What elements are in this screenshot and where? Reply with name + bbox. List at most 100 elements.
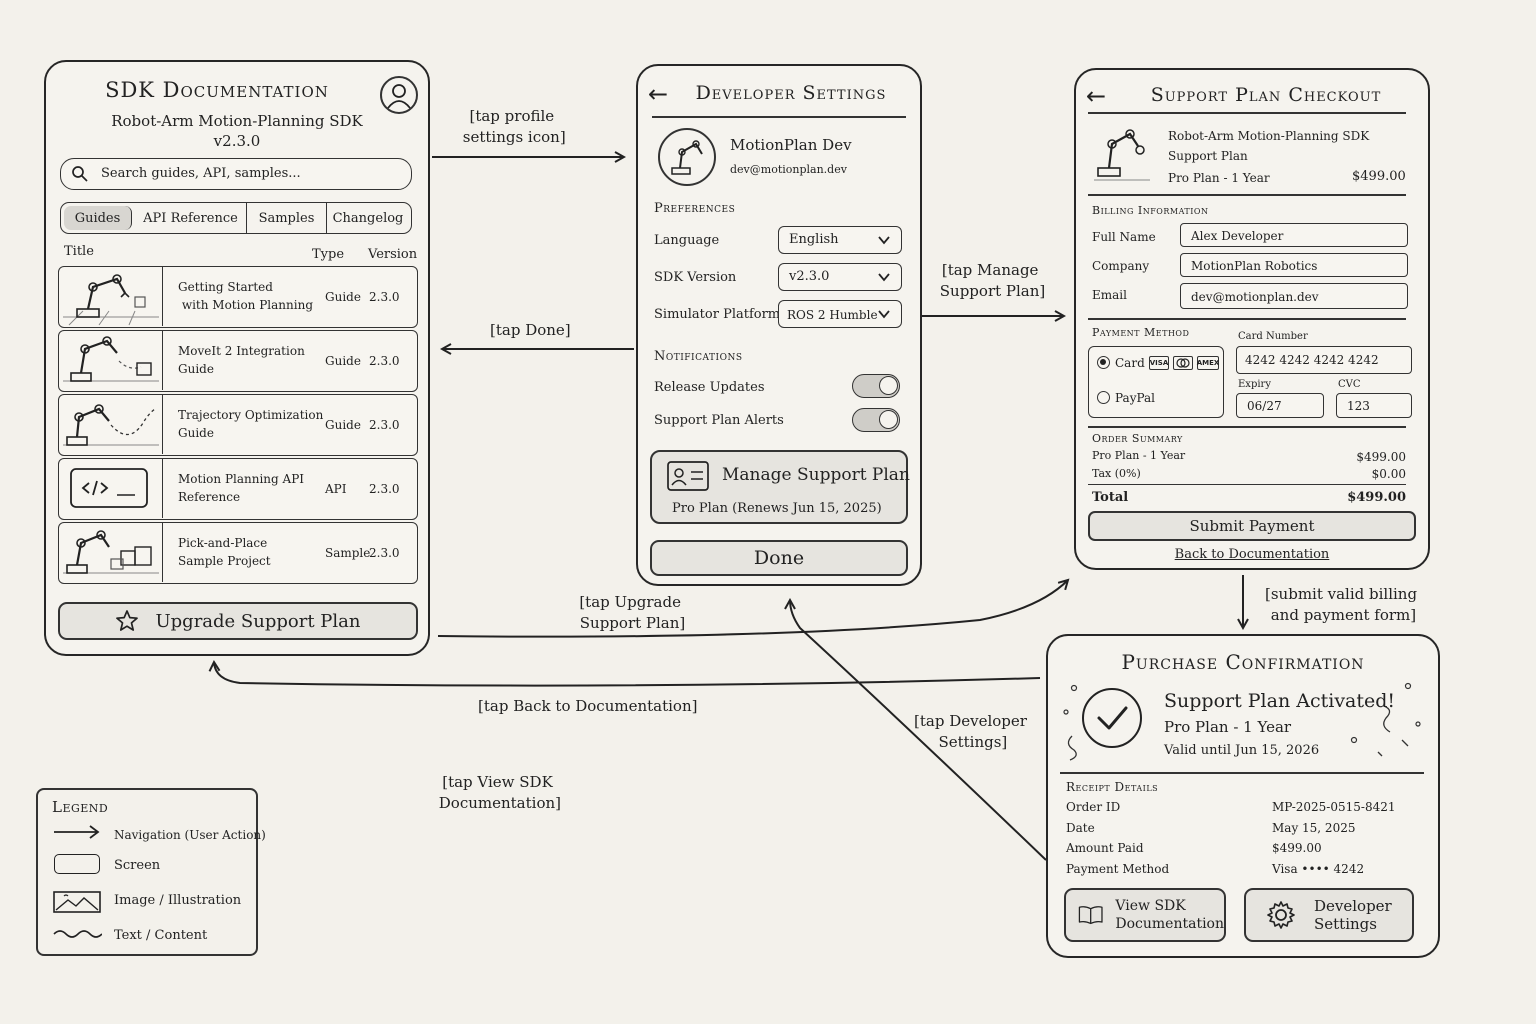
support-alerts-toggle[interactable] (852, 408, 900, 432)
manage-sublabel: Pro Plan (Renews Jun 15, 2025) (672, 501, 882, 516)
table-row[interactable]: Motion Planning API Reference API 2.3.0 (58, 458, 418, 520)
tab-guides[interactable]: Guides (64, 206, 132, 230)
checkmark-icon (1082, 688, 1142, 748)
submit-payment-button[interactable]: Submit Payment (1088, 511, 1416, 541)
expiry-label: Expiry (1238, 379, 1271, 390)
company-value: MotionPlan Robotics (1191, 259, 1318, 273)
table-row[interactable]: Trajectory Optimization Guide Guide 2.3.… (58, 394, 418, 456)
navigation-arrow-icon (54, 825, 100, 839)
row-type: Guide (325, 354, 361, 368)
developer-settings-button[interactable]: Developer Settings (1244, 888, 1414, 942)
mastercard-icon (1173, 356, 1193, 370)
flow-label-tap-dev-settings: [tap Developer Settings] (914, 712, 1027, 751)
card-radio[interactable] (1097, 356, 1110, 369)
row-type: Guide (325, 418, 361, 432)
table-row[interactable]: Pick-and-Place Sample Project Sample 2.3… (58, 522, 418, 584)
sdk-version-select[interactable]: v2.3.0 (778, 263, 902, 291)
payment-method-label: Payment Method (1066, 862, 1170, 876)
back-arrow-icon[interactable]: ← (648, 80, 669, 108)
upgrade-label: Upgrade Support Plan (155, 610, 361, 632)
profile-icon[interactable] (380, 76, 418, 114)
support-alerts-label: Support Plan Alerts (654, 413, 784, 428)
valid-until: Valid until Jun 15, 2026 (1164, 743, 1320, 758)
tab-api-reference[interactable]: API Reference (135, 203, 247, 233)
email-value: dev@motionplan.dev (1191, 290, 1319, 304)
manage-label: Manage Support Plan (722, 465, 910, 485)
flow-label-tap-manage: [tap Manage Support Plan] (939, 261, 1046, 300)
order-id-value: MP-2025-0515-8421 (1272, 800, 1396, 814)
release-updates-label: Release Updates (654, 380, 765, 395)
col-version: Version (368, 247, 418, 262)
table-row[interactable]: Getting Started with Motion Planning Gui… (58, 266, 418, 328)
search-input[interactable]: Search guides, API, samples... (60, 158, 412, 190)
back-link-label: Back to Documentation (1174, 547, 1330, 562)
upgrade-support-plan-button[interactable]: Upgrade Support Plan (58, 602, 418, 640)
flow-label-tap-upgrade: [tap Upgrade Support Plan] (579, 593, 686, 632)
table-row[interactable]: MoveIt 2 Integration Guide Guide 2.3.0 (58, 330, 418, 392)
billing-heading: Billing Information (1092, 204, 1209, 217)
simulator-select[interactable]: ROS 2 Humble (778, 300, 902, 328)
cvc-value: 123 (1347, 399, 1370, 413)
screen-shape-icon (54, 854, 100, 874)
language-select[interactable]: English (778, 226, 902, 254)
back-arrow-icon[interactable]: ← (1086, 82, 1107, 110)
product-plan: Pro Plan - 1 Year (1168, 171, 1270, 185)
page-title: Purchase Confirmation (1121, 650, 1365, 674)
flow-label-submit-valid: [submit valid billing and payment form] (1265, 585, 1418, 624)
row-version: 2.3.0 (369, 354, 400, 368)
confetti-decoration (1063, 682, 1421, 761)
chevron-down-icon (878, 310, 890, 319)
page-title: SDK Documentation (105, 78, 329, 102)
summary-tax-label: Tax (0%) (1092, 467, 1141, 480)
manage-support-plan-button[interactable]: Manage Support Plan Pro Plan (Renews Jun… (650, 450, 910, 524)
order-id-label: Order ID (1066, 800, 1121, 814)
cvc-field[interactable]: 123 (1336, 393, 1412, 418)
legend-screen: Screen (114, 858, 161, 873)
activated-heading: Support Plan Activated! (1164, 690, 1396, 712)
summary-heading: Order Summary (1092, 432, 1183, 445)
robot-arm-illustration (59, 331, 163, 390)
activated-plan: Pro Plan - 1 Year (1164, 718, 1292, 736)
paypal-radio[interactable] (1097, 391, 1110, 404)
row-version: 2.3.0 (369, 546, 400, 560)
product-line2: Support Plan (1168, 149, 1248, 163)
row-type: API (325, 482, 347, 496)
sdk-docs-screen: SDK Documentation Robot-Arm Motion-Plann… (44, 60, 430, 656)
row-title: Motion Planning API Reference (178, 472, 305, 504)
done-button[interactable]: Done (650, 540, 908, 576)
language-value: English (789, 232, 839, 247)
sdk-version: v2.3.0 (213, 132, 261, 150)
card-number-label: Card Number (1238, 331, 1308, 342)
robot-arm-illustration (59, 267, 163, 326)
tab-changelog[interactable]: Changelog (332, 210, 404, 226)
payment-method-value: Visa •••• 4242 (1272, 862, 1365, 876)
id-card-icon (667, 461, 709, 491)
flow-label-tap-back: [tap Back to Documentation] (478, 697, 698, 715)
release-updates-toggle[interactable] (852, 374, 900, 398)
tab-samples[interactable]: Samples (247, 203, 327, 233)
view-sdk-documentation-button[interactable]: View SDK Documentation (1064, 888, 1226, 942)
robot-arm-illustration (59, 523, 163, 582)
flow-label-tap-done: [tap Done] (490, 321, 571, 339)
email-field[interactable]: dev@motionplan.dev (1180, 283, 1408, 309)
product-line1: Robot-Arm Motion-Planning SDK (1168, 129, 1370, 143)
card-option-label: Card (1115, 356, 1145, 370)
payment-heading: Payment Method (1092, 326, 1190, 339)
full-name-field[interactable]: Alex Developer (1180, 223, 1408, 247)
card-number-field[interactable]: 4242 4242 4242 4242 (1236, 346, 1412, 374)
image-placeholder-icon (53, 891, 101, 913)
paypal-option-label: PayPal (1115, 391, 1155, 405)
row-version: 2.3.0 (369, 290, 400, 304)
sdk-version-value: v2.3.0 (789, 269, 830, 284)
checkout-screen: ← Support Plan Checkout Robot-Arm Motion… (1074, 68, 1430, 570)
legend-text: Text / Content (114, 928, 208, 943)
amex-icon: AMEX (1197, 356, 1219, 370)
expiry-field[interactable]: 06/27 (1236, 393, 1324, 418)
date-value: May 15, 2025 (1272, 821, 1356, 835)
back-to-documentation-link[interactable]: Back to Documentation (1076, 546, 1428, 564)
robot-arm-illustration (1090, 120, 1154, 188)
product-price: $499.00 (1352, 169, 1406, 184)
flow-label-tap-profile: [tap profile settings icon] (462, 107, 566, 146)
company-field[interactable]: MotionPlan Robotics (1180, 253, 1408, 277)
simulator-label: Simulator Platform (654, 307, 781, 322)
